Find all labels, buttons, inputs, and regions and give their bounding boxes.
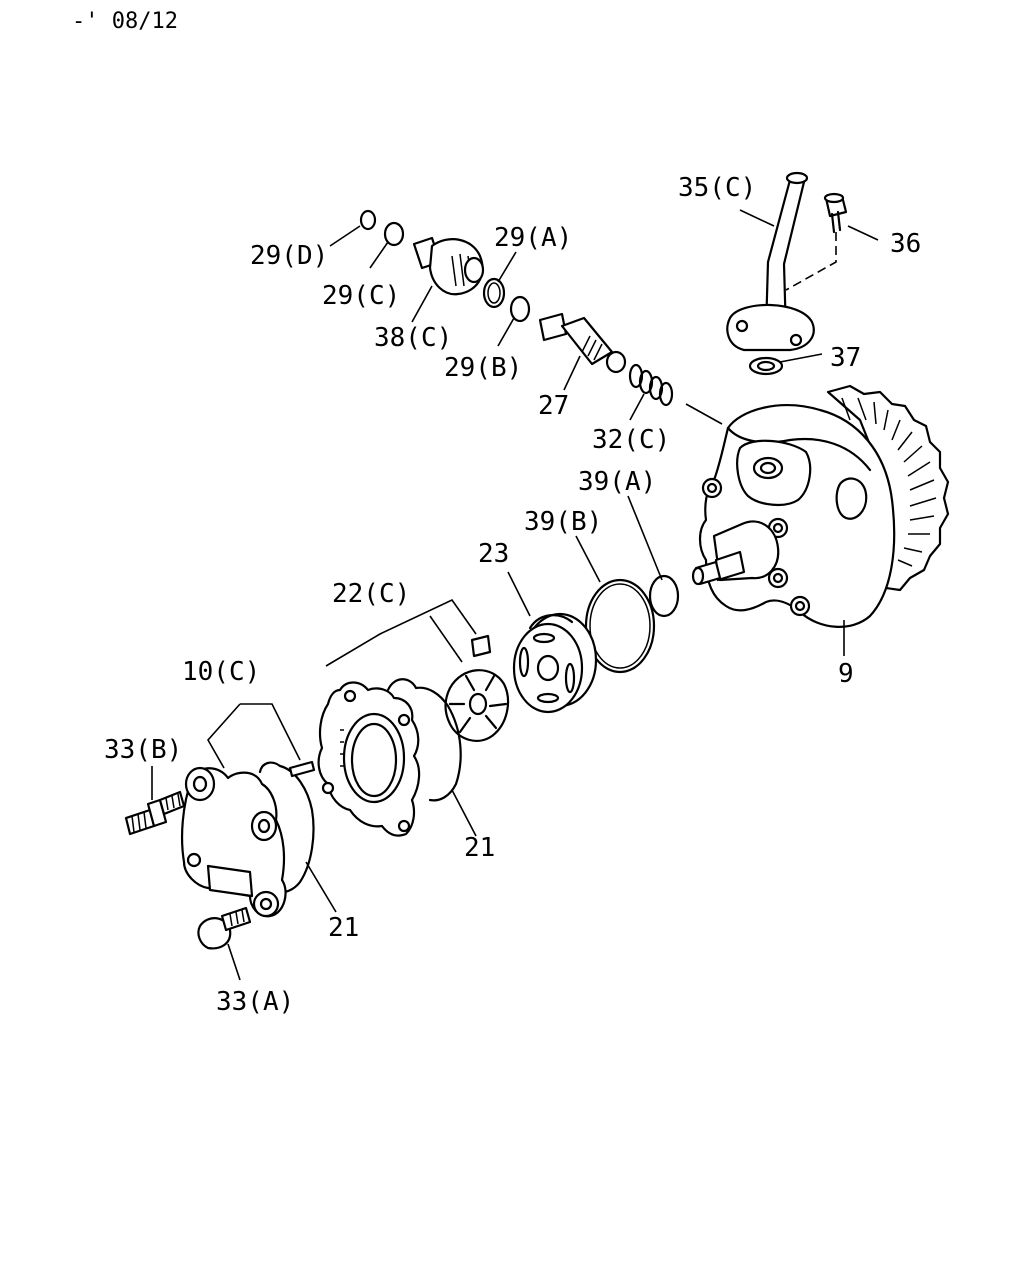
part-27-valve: [538, 312, 627, 374]
part-23-rotor: [512, 612, 598, 714]
label-38c: 38(C): [374, 323, 452, 353]
part-39a-oring: [648, 574, 680, 618]
label-10c: 10(C): [182, 657, 260, 687]
label-9: 9: [838, 659, 854, 689]
label-35c: 35(C): [678, 173, 756, 203]
part-10c-cover: [180, 766, 287, 918]
label-29c: 29(C): [322, 281, 400, 311]
label-27: 27: [538, 391, 569, 421]
label-22c: 22(C): [332, 579, 410, 609]
part-29b-oring: [509, 295, 531, 323]
part-33b-stud-bolt: [124, 790, 186, 836]
label-39a: 39(A): [578, 467, 656, 497]
label-37: 37: [830, 343, 861, 373]
part-9-pump-body: [691, 384, 950, 628]
label-29d: 29(D): [250, 241, 328, 271]
part-29c-oring: [383, 221, 405, 247]
label-39b: 39(B): [524, 507, 602, 537]
part-29a-oring: [482, 277, 506, 309]
part-22c-cam-ring: [317, 681, 421, 837]
part-21-gasket-inner: [386, 678, 462, 802]
part-21-gasket-outer: [258, 761, 315, 894]
label-36: 36: [890, 229, 921, 259]
part-10c-pin: [288, 760, 316, 778]
label-33b: 33(B): [104, 735, 182, 765]
part-22c-vane-rotor: [444, 669, 510, 742]
part-37-washer: [748, 356, 784, 376]
label-21-outer: 21: [328, 913, 359, 943]
leader-lines: [151, 209, 879, 981]
part-39b-oring: [584, 578, 656, 674]
part-38c-fitting: [412, 236, 485, 296]
part-22c-vane: [470, 634, 492, 658]
label-23: 23: [478, 539, 509, 569]
part-36-bolt: [785, 192, 848, 291]
part-32c-spring: [628, 363, 674, 407]
label-29b: 29(B): [444, 353, 522, 383]
revision-label: -' 08/12: [72, 9, 178, 34]
part-33a-flange-bolt: [197, 906, 252, 950]
label-21-inner: 21: [464, 833, 495, 863]
part-35c-pipe: [726, 171, 815, 352]
label-33a: 33(A): [216, 987, 294, 1017]
part-29d-oring: [359, 209, 377, 231]
label-29a: 29(A): [494, 223, 572, 253]
label-32c: 32(C): [592, 425, 670, 455]
